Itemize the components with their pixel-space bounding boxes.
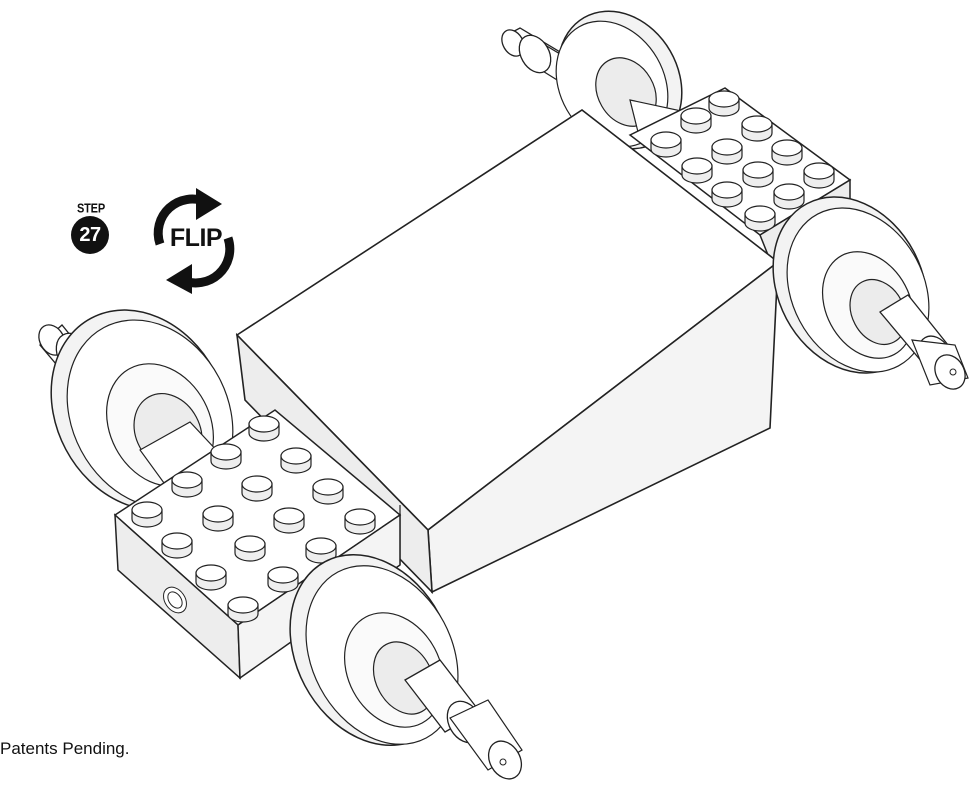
step-label: STEP <box>71 202 111 216</box>
step-number: 27 <box>79 224 100 247</box>
step-number-badge: 27 <box>71 216 109 254</box>
flip-label: FLIP <box>160 224 232 253</box>
patents-notice: Patents Pending. <box>0 739 129 759</box>
